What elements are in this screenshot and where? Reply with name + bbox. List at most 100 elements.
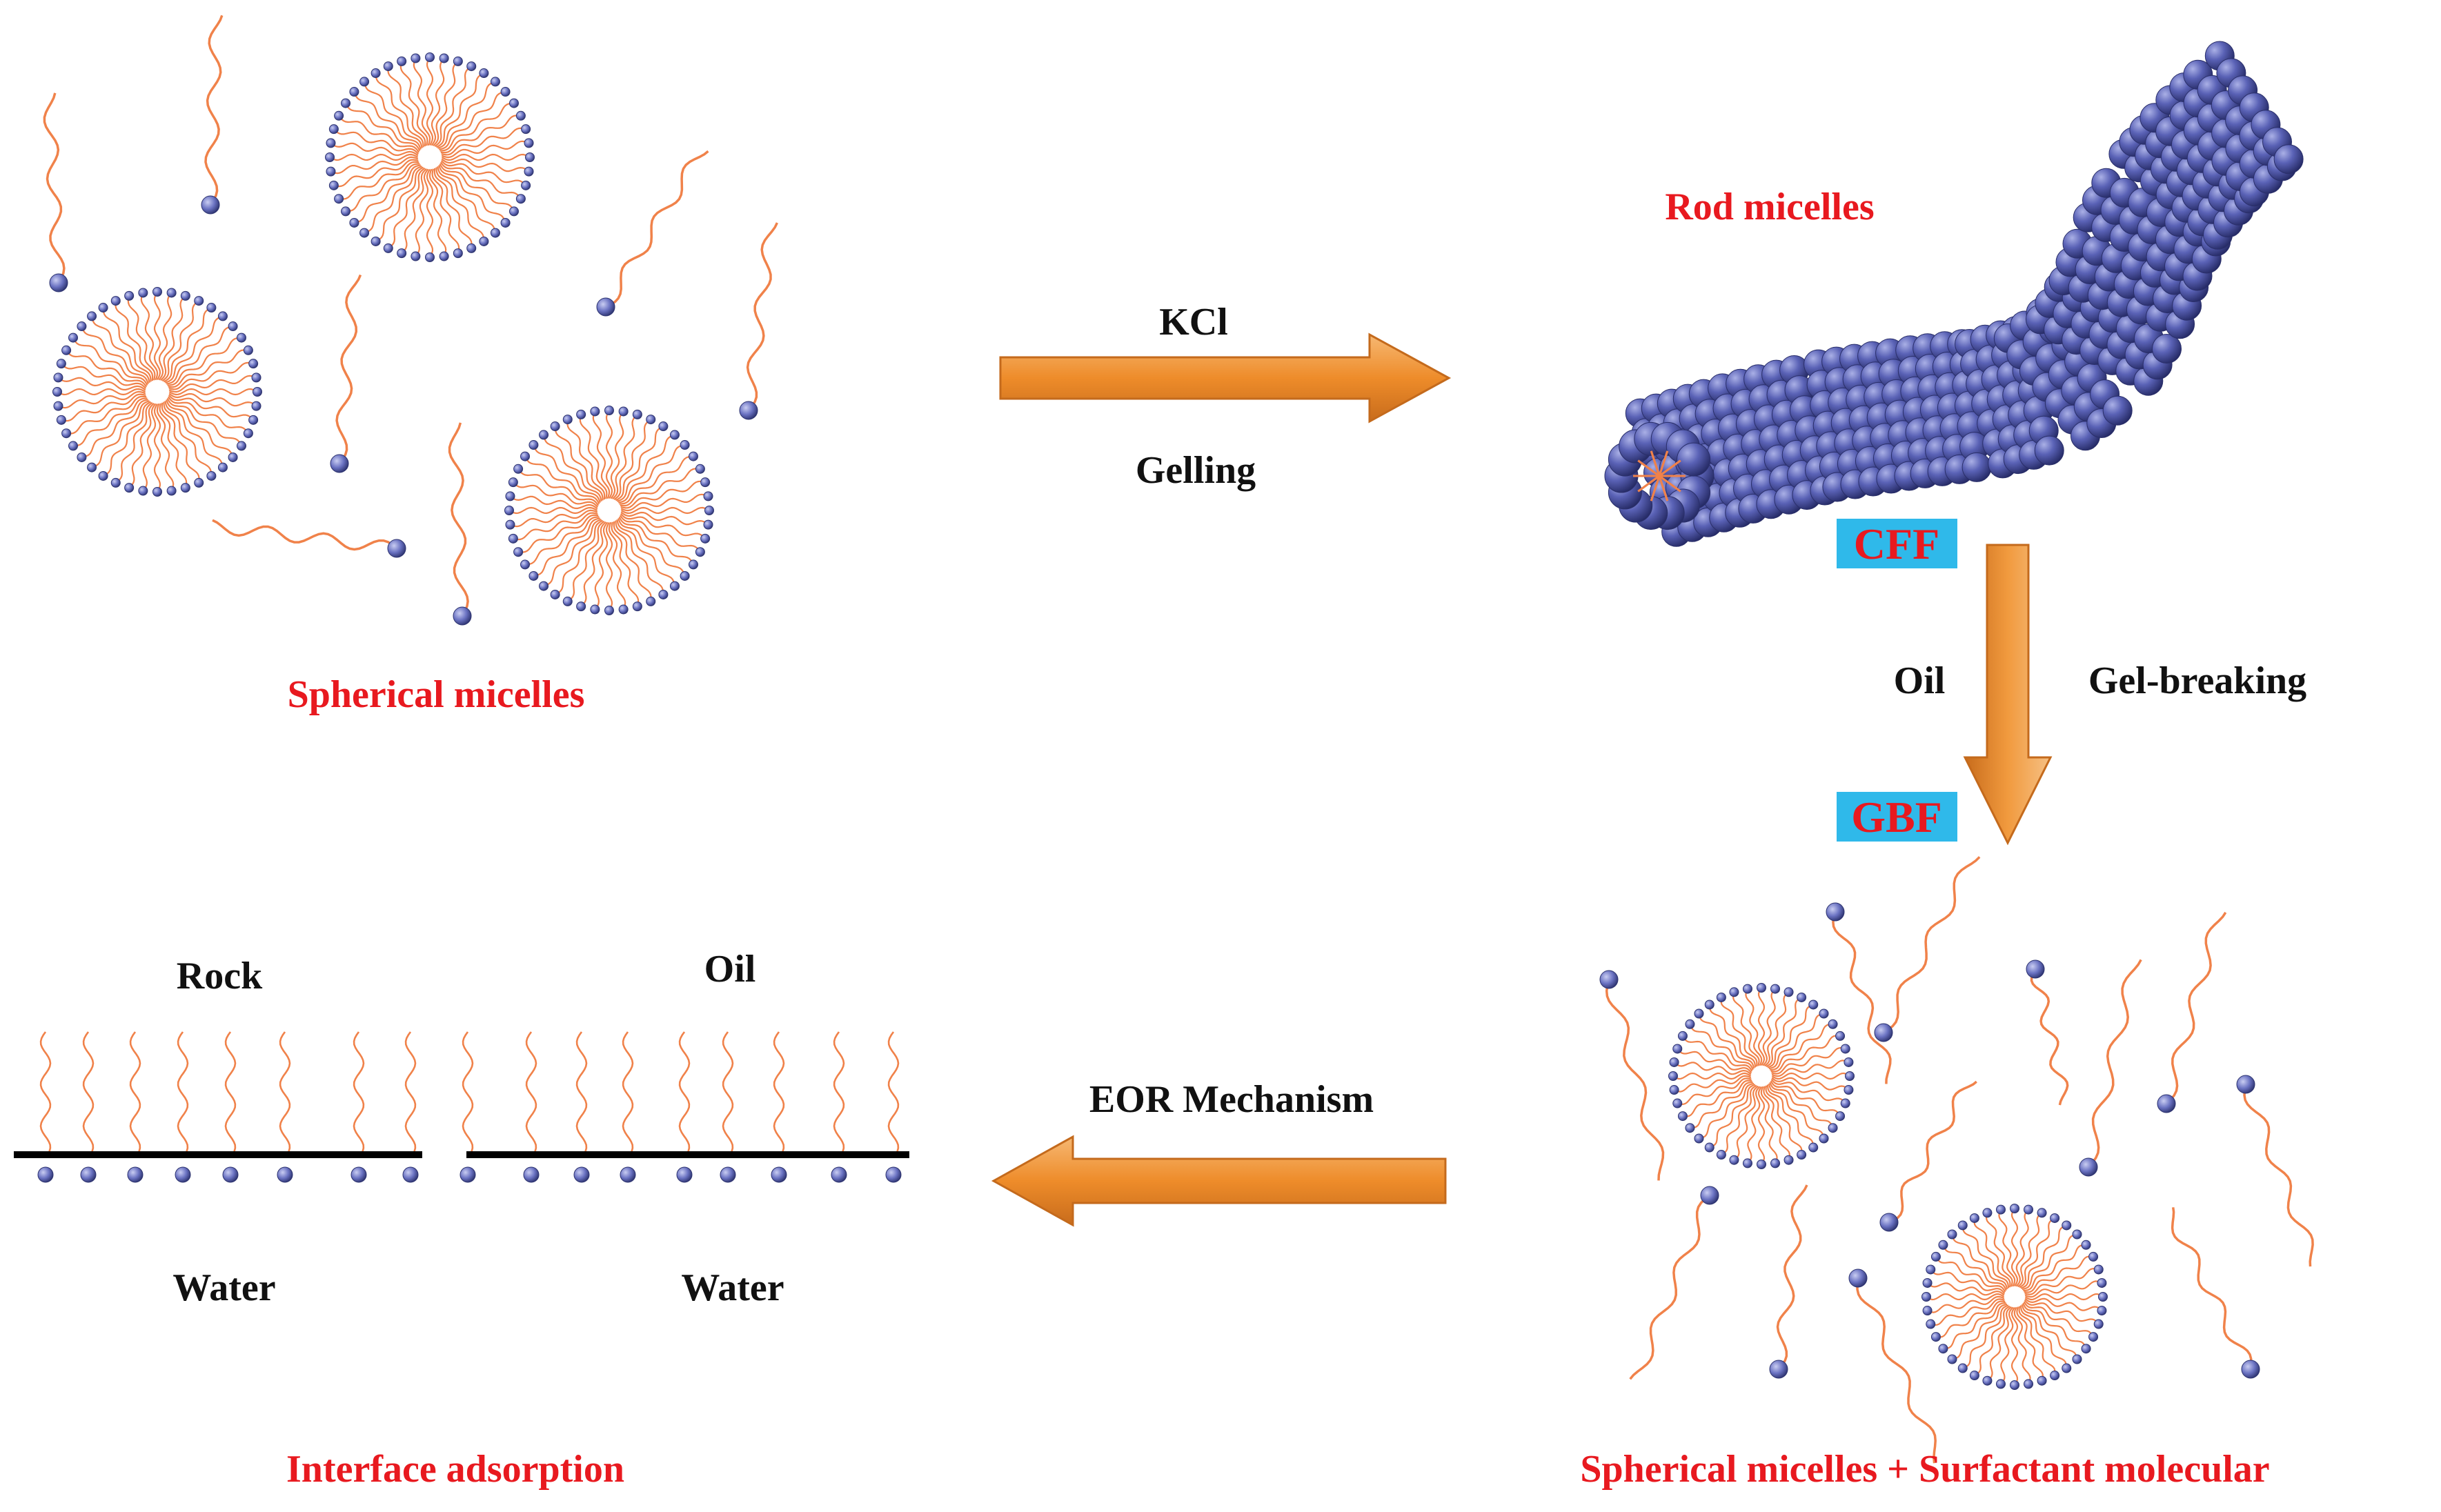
micelle-head [68, 332, 79, 343]
micelle-head [1845, 1071, 1855, 1081]
surfactant-head [1826, 902, 1845, 922]
micelle-tail [620, 506, 710, 515]
micelle-tail [513, 481, 599, 508]
micelle-head [1783, 987, 1794, 997]
micelle-head [124, 483, 135, 493]
micelle-tail [619, 455, 694, 505]
micelle-head [425, 252, 435, 262]
adsorbed-tail [773, 1031, 785, 1158]
micelle-head [56, 359, 66, 369]
micelle-tail [510, 509, 598, 528]
kcl-label: KCl [1159, 301, 1228, 344]
micelle-tail [431, 57, 445, 146]
micelle-head [251, 372, 261, 383]
micelle-tail [161, 300, 199, 382]
micelle-tail [1935, 1256, 2006, 1293]
micelle-head [1669, 1057, 1679, 1067]
micelle-head [1808, 999, 1819, 1010]
micelle-tail [1709, 1084, 1756, 1148]
micelle-head [53, 372, 63, 383]
micelle-tail [2017, 1212, 2043, 1288]
micelle-tail [2024, 1255, 2094, 1293]
micelle-head [1930, 1251, 1941, 1262]
micelle-head [52, 387, 62, 397]
micelle-head [152, 487, 162, 497]
micelle-tail [1951, 1234, 2008, 1290]
micelle-head [1757, 1160, 1766, 1169]
micelle-head [439, 53, 449, 63]
micelle-tail [605, 521, 613, 611]
micelle-head [505, 491, 515, 501]
surfactant-tail [204, 14, 224, 206]
micelle-head [1969, 1371, 1979, 1381]
rod-sphere [2152, 334, 2182, 364]
micelle-head [359, 77, 370, 87]
micelle-head [325, 152, 335, 162]
micelle-tail [330, 156, 419, 175]
micelle-head [370, 236, 381, 246]
adsorbed-head [222, 1166, 239, 1183]
micelle-head [206, 303, 217, 313]
micelle-head [243, 428, 253, 439]
micelle-tail [2019, 1217, 2055, 1289]
micelle-head [1840, 1044, 1850, 1054]
micelle-tail [164, 400, 224, 468]
micelle-head [1982, 1375, 1993, 1386]
micelle-head [1716, 1150, 1726, 1160]
micelle-head [1742, 1158, 1752, 1168]
micelle-head [1982, 1208, 1993, 1218]
micelle-tail [605, 410, 613, 499]
micelle-tail [1757, 1086, 1766, 1165]
surfactant-head [1879, 1213, 1899, 1232]
micelle-head [1938, 1344, 1948, 1354]
micelle-tail [1930, 1269, 2006, 1294]
micelle-tail [2010, 1306, 2019, 1386]
surfactant-head [2241, 1360, 2260, 1379]
micelle-head [2081, 1344, 2091, 1354]
surfactant-tail [2243, 1084, 2314, 1267]
micelle-tail [168, 388, 258, 396]
micelle-tail [61, 393, 146, 422]
micelle-head [618, 406, 629, 417]
micelle-tail [2019, 1305, 2068, 1369]
adsorbed-tail [887, 1031, 900, 1158]
adsorbed-tail [525, 1031, 537, 1158]
micelle-head [576, 409, 586, 419]
micelle-head [646, 415, 656, 425]
micelle-head [326, 138, 336, 148]
gel-breaking-label: Gel-breaking [2088, 659, 2306, 702]
adsorbed-tail [129, 1031, 141, 1158]
micelle-tail [1766, 997, 1802, 1068]
rod-micelle-group [1604, 41, 2304, 547]
micelle-tail [620, 511, 709, 526]
micelle-tail [1771, 1077, 1850, 1091]
micelle-head [411, 53, 421, 63]
micelle-tail [353, 91, 422, 150]
micelle-head [61, 345, 72, 355]
micelle-head [2024, 1204, 2034, 1215]
surfactant-head [49, 273, 68, 292]
micelle-tail [2022, 1302, 2087, 1349]
micelle-head [479, 68, 489, 79]
micelle-head [1957, 1363, 1968, 1373]
adsorbed-head [277, 1166, 293, 1183]
micelle-head [1819, 1008, 1829, 1019]
micelle-tail [611, 521, 640, 607]
micelle-tail [1763, 1086, 1791, 1160]
adsorbed-head [676, 1166, 693, 1183]
surfactant-tail [746, 222, 778, 412]
micelle-head [703, 491, 713, 501]
micelle-tail [2016, 1306, 2044, 1381]
micelle-tail [1930, 1298, 2005, 1326]
surfactant-tail [1776, 1184, 1808, 1371]
micelle-head [1922, 1306, 1933, 1316]
micelle-tail [66, 350, 148, 388]
micelle-tail [616, 519, 676, 586]
micelle-tail [618, 516, 694, 565]
micelle-tail [66, 395, 147, 435]
micelle-head [1685, 1123, 1695, 1133]
micelle-head [524, 138, 534, 148]
rod-sphere [2034, 435, 2064, 466]
micelle-tail [102, 307, 152, 382]
micelle-tail [610, 410, 624, 499]
